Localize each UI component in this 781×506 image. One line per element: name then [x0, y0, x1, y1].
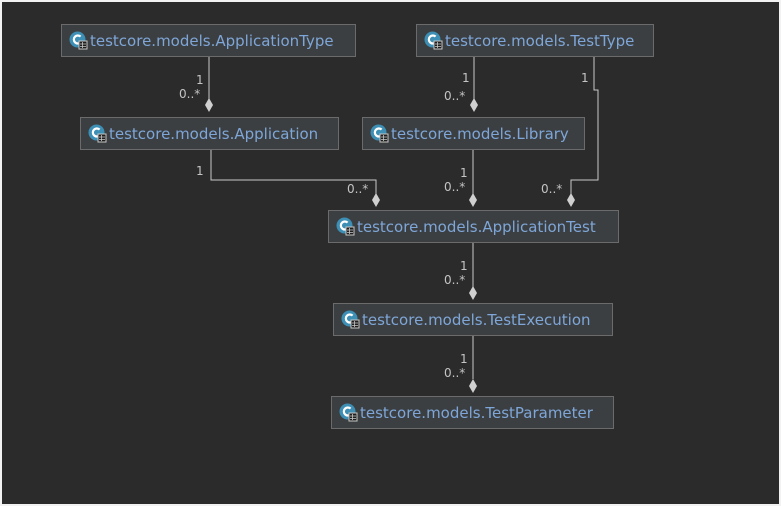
multiplicity-label: 1 — [460, 166, 468, 180]
multiplicity-label: 1 — [581, 71, 589, 85]
class-name: testcore.models.ApplicationType — [90, 31, 334, 50]
class-icon — [370, 124, 389, 143]
class-name: testcore.models.ApplicationTest — [357, 217, 596, 236]
class-name: testcore.models.Library — [391, 124, 569, 143]
composition-diamond — [205, 98, 213, 112]
class-icon — [336, 217, 355, 236]
class-name: testcore.models.TestType — [445, 31, 635, 50]
class-icon — [339, 403, 358, 422]
class-icon — [341, 310, 360, 329]
class-name: testcore.models.Application — [109, 124, 319, 143]
edge-application-applicationtest — [210, 150, 377, 194]
multiplicity-label: 0..* — [444, 180, 466, 194]
composition-diamond — [470, 98, 478, 112]
multiplicity-label: 1 — [460, 259, 468, 273]
composition-diamond — [372, 193, 380, 207]
class-node-applicationtype[interactable]: testcore.models.ApplicationType — [61, 24, 356, 57]
class-node-testparameter[interactable]: testcore.models.TestParameter — [331, 396, 614, 429]
composition-diamond — [469, 379, 477, 393]
class-node-library[interactable]: testcore.models.Library — [362, 117, 585, 150]
multiplicity-label: 1 — [460, 352, 468, 366]
class-name: testcore.models.TestParameter — [360, 403, 593, 422]
class-name: testcore.models.TestExecution — [362, 310, 591, 329]
composition-diamond — [567, 193, 575, 207]
class-icon — [69, 31, 88, 50]
multiplicity-label: 0..* — [179, 87, 201, 101]
multiplicity-label: 1 — [196, 164, 204, 178]
multiplicity-label: 0..* — [444, 273, 466, 287]
multiplicity-label: 1 — [196, 73, 204, 87]
class-node-application[interactable]: testcore.models.Application — [80, 117, 339, 150]
class-icon — [424, 31, 443, 50]
edge-testtype-applicationtest — [570, 57, 599, 194]
multiplicity-label: 1 — [462, 71, 470, 85]
class-node-testtype[interactable]: testcore.models.TestType — [416, 24, 654, 57]
class-node-applicationtest[interactable]: testcore.models.ApplicationTest — [328, 210, 619, 243]
class-node-testexecution[interactable]: testcore.models.TestExecution — [333, 303, 613, 336]
composition-diamond — [469, 286, 477, 300]
multiplicity-label: 0..* — [541, 182, 563, 196]
multiplicity-label: 0..* — [444, 89, 466, 103]
class-icon — [88, 124, 107, 143]
multiplicity-label: 0..* — [347, 182, 369, 196]
multiplicity-label: 0..* — [444, 366, 466, 380]
composition-diamond — [469, 193, 477, 207]
